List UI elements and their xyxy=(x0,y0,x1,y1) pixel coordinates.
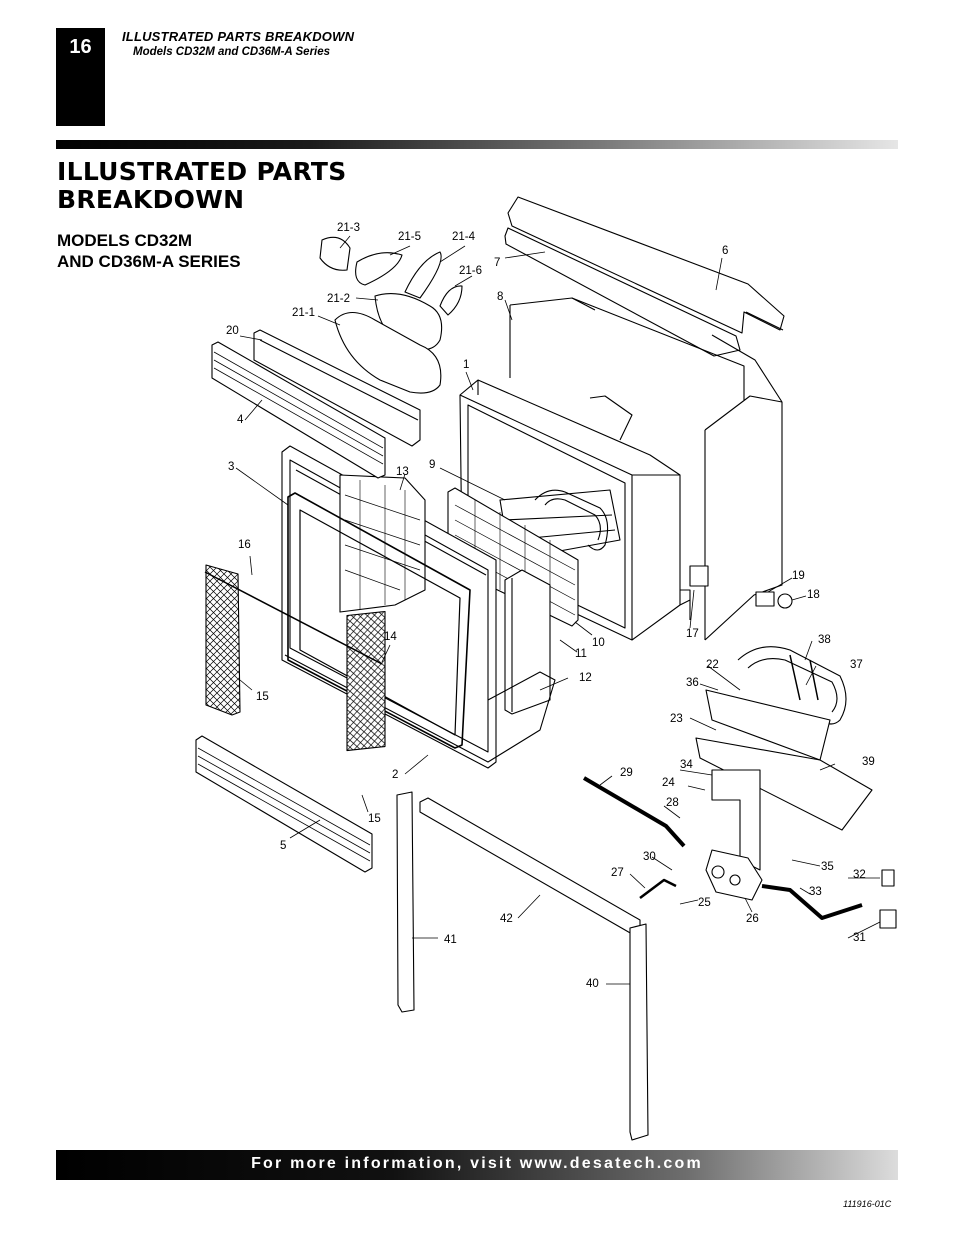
callout-19: 19 xyxy=(792,570,805,582)
left-trim-part xyxy=(396,791,415,1013)
callout-2: 2 xyxy=(392,769,398,781)
gas-valve-part xyxy=(705,849,763,901)
page-number: 16 xyxy=(69,36,92,58)
callout-32: 32 xyxy=(853,869,866,881)
callout-22: 22 xyxy=(706,659,719,671)
callout-33: 33 xyxy=(809,886,822,898)
callout-35: 35 xyxy=(821,861,834,873)
screen-mesh-left-part xyxy=(205,564,241,716)
fitting-31-part xyxy=(879,909,897,929)
burner-tray-part xyxy=(695,646,873,831)
header-subtitle: Models CD32M and CD36M-A Series xyxy=(133,46,331,58)
callout-18: 18 xyxy=(807,589,820,601)
screen-mesh-right-part xyxy=(346,610,386,752)
callout-21-2: 21-2 xyxy=(327,293,350,305)
models-heading: MODELS CD32M AND CD36M-A SERIES xyxy=(57,230,241,272)
callout-15-left: 15 xyxy=(256,691,269,703)
top-trim-strip-part xyxy=(419,797,641,935)
callout-25: 25 xyxy=(698,897,711,909)
top-plate-part xyxy=(504,196,785,357)
footer-banner: For more information, visit www.desatech… xyxy=(56,1150,898,1180)
callout-10: 10 xyxy=(592,637,605,649)
callout-40: 40 xyxy=(586,978,599,990)
callout-26: 26 xyxy=(746,913,759,925)
models-line-1: MODELS CD32M xyxy=(57,231,193,250)
callout-31: 31 xyxy=(853,932,866,944)
page-number-tab: 16 xyxy=(56,28,105,126)
header-section-title: ILLUSTRATED PARTS BREAKDOWN xyxy=(122,29,355,44)
side-panel-part xyxy=(504,569,551,715)
junction-box-part xyxy=(689,565,709,587)
callout-17: 17 xyxy=(686,628,699,640)
callout-14: 14 xyxy=(384,631,397,643)
callout-13: 13 xyxy=(396,466,409,478)
callout-4: 4 xyxy=(237,414,244,426)
callout-34: 34 xyxy=(680,759,693,771)
right-trim-part xyxy=(629,923,649,1141)
callout-9: 9 xyxy=(429,459,435,471)
callout-42: 42 xyxy=(500,913,513,925)
callout-41: 41 xyxy=(444,934,457,946)
callout-1: 1 xyxy=(463,359,469,371)
flex-gas-line-part xyxy=(582,776,686,848)
callout-37: 37 xyxy=(850,659,863,671)
leader-lines xyxy=(235,235,881,985)
callout-36: 36 xyxy=(686,677,699,689)
upper-louver-part xyxy=(211,341,386,479)
callout-16: 16 xyxy=(238,539,251,551)
callout-11: 11 xyxy=(575,648,587,660)
switch-part xyxy=(755,591,775,607)
callout-21-4: 21-4 xyxy=(452,231,476,243)
callout-20: 20 xyxy=(226,325,239,337)
callout-38: 38 xyxy=(818,634,831,646)
callout-7: 7 xyxy=(494,257,500,269)
fitting-32-part xyxy=(881,869,895,887)
screen-rod-part xyxy=(204,571,383,665)
footer-website-text: For more information, visit www.desatech… xyxy=(251,1155,703,1172)
gas-pipe-part xyxy=(761,884,863,920)
callout-28: 28 xyxy=(666,797,679,809)
glass-door-part xyxy=(287,492,471,749)
knob-part xyxy=(777,593,793,609)
brick-liner-part xyxy=(339,474,426,613)
callout-3: 3 xyxy=(228,461,234,473)
callout-12: 12 xyxy=(579,672,592,684)
log-set-part xyxy=(319,236,463,394)
lower-louver-part xyxy=(195,735,373,873)
callout-23: 23 xyxy=(670,713,683,725)
callout-15-right: 15 xyxy=(368,813,381,825)
top-trim-part xyxy=(253,329,421,447)
callout-39: 39 xyxy=(862,756,875,768)
callout-21-3: 21-3 xyxy=(337,222,360,234)
callout-24: 24 xyxy=(662,777,675,789)
callout-30: 30 xyxy=(643,851,656,863)
callout-21-6: 21-6 xyxy=(459,265,482,277)
document-code: 111916-01C xyxy=(843,1199,892,1209)
callout-27: 27 xyxy=(611,867,624,879)
outer-cabinet-part xyxy=(509,297,783,641)
page-title-line-2: BREAKDOWN xyxy=(57,185,245,214)
callout-8: 8 xyxy=(497,291,503,303)
callout-6: 6 xyxy=(722,245,728,257)
callout-5: 5 xyxy=(280,840,286,852)
page-title-line-1: ILLUSTRATED PARTS xyxy=(57,157,347,186)
callout-29: 29 xyxy=(620,767,633,779)
callout-21-5: 21-5 xyxy=(398,231,421,243)
page-title: ILLUSTRATED PARTS BREAKDOWN xyxy=(57,158,347,214)
models-line-2: AND CD36M-A SERIES xyxy=(57,252,241,271)
callout-21-1: 21-1 xyxy=(292,307,315,319)
piezo-igniter-part xyxy=(639,878,677,899)
header-rule xyxy=(56,140,898,149)
